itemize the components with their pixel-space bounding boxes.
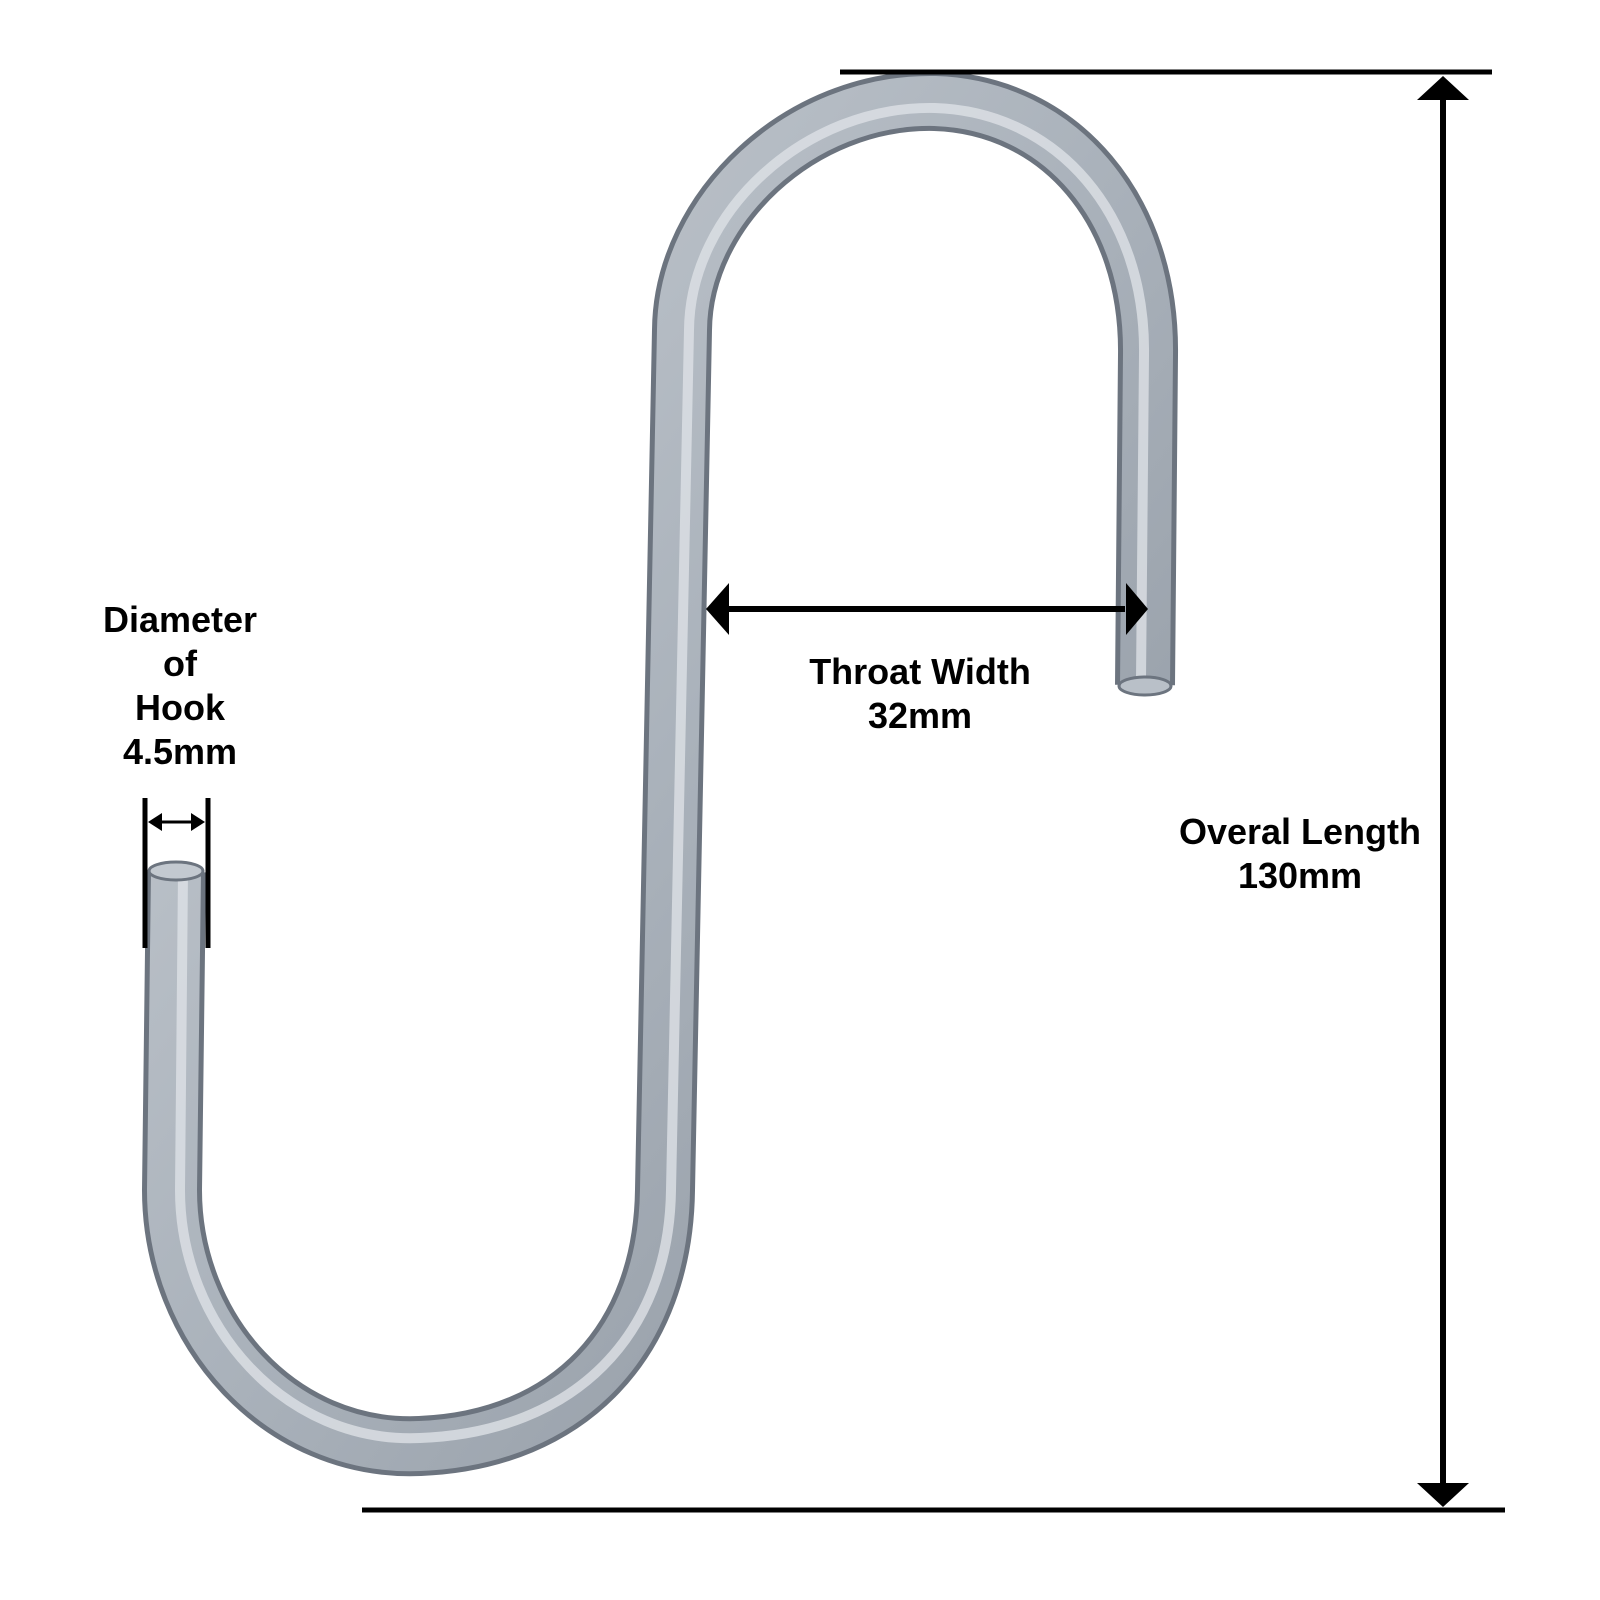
length-arrowhead-top xyxy=(1417,76,1469,100)
hook-wire-end-right xyxy=(1117,675,1173,697)
throat-arrowhead-right xyxy=(1126,583,1148,635)
overall-length-label: Overal Length 130mm xyxy=(1150,810,1450,898)
length-arrowhead-bottom xyxy=(1417,1483,1469,1507)
throat-width-label: Throat Width 32mm xyxy=(780,650,1060,738)
hook-wire-highlight xyxy=(175,102,1150,1444)
overall-length-dimension xyxy=(362,69,1505,1513)
diameter-label-line1: Diameter xyxy=(102,599,258,640)
diameter-label: Diameter of Hook 4.5mm xyxy=(80,598,280,774)
diameter-value: 4.5mm xyxy=(122,731,238,772)
throat-width-dimension xyxy=(706,583,1148,635)
hook-wire-body xyxy=(147,75,1174,1472)
throat-arrowhead-left xyxy=(706,583,729,635)
diameter-arrowhead-left xyxy=(148,813,162,831)
throat-label-line1: Throat Width xyxy=(809,651,1031,692)
s-hook-wire xyxy=(142,70,1179,1477)
length-label-line1: Overal Length xyxy=(1178,811,1422,852)
diameter-arrowhead-right xyxy=(191,813,205,831)
throat-value: 32mm xyxy=(867,695,973,736)
diameter-dimension xyxy=(142,798,211,948)
length-value: 130mm xyxy=(1237,855,1363,896)
hook-wire-end-left xyxy=(147,860,205,882)
diameter-label-line3: Hook xyxy=(135,687,225,728)
diameter-label-line2: of xyxy=(163,643,197,684)
